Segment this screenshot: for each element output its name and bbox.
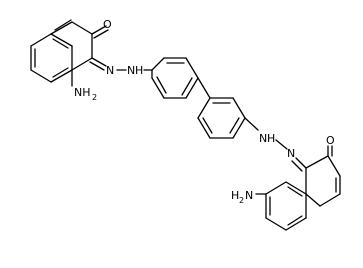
amine-subscript-top: 2 (92, 93, 97, 102)
bond (197, 77, 211, 99)
bond (71, 57, 93, 71)
bond (185, 57, 199, 79)
biphenyl (151, 57, 246, 139)
bond (265, 181, 287, 195)
amine-label-top: NH (74, 86, 91, 99)
bond (295, 157, 307, 169)
amine-subscript-bottom: 2 (239, 196, 244, 205)
bond (156, 76, 167, 94)
bond (50, 33, 73, 47)
bond (232, 97, 246, 119)
upper-naphthalenone (30, 19, 109, 87)
amine-label-bottom-n: N (245, 189, 253, 202)
hydrazine-h-bottom: H (267, 132, 275, 145)
bond (91, 57, 107, 67)
bond (50, 21, 73, 35)
bond (202, 117, 213, 134)
bond (91, 25, 107, 35)
bond (287, 186, 303, 197)
bond (52, 67, 69, 78)
bond (285, 181, 307, 195)
bond (275, 139, 288, 150)
hydrazine-h-top: H (135, 64, 143, 77)
bond (285, 217, 307, 231)
bond (30, 69, 52, 83)
bond (185, 77, 199, 99)
bond (50, 69, 73, 83)
bond (232, 117, 246, 139)
bond (89, 61, 105, 71)
bond (197, 117, 211, 139)
bond (265, 217, 287, 231)
bond (244, 117, 259, 131)
bond (151, 77, 165, 99)
bond (52, 38, 69, 49)
bond (54, 19, 72, 31)
nitrogen-label-2: N (127, 64, 135, 77)
bond (71, 21, 93, 35)
bond (181, 77, 193, 96)
oxygen-label-top: O (103, 18, 112, 31)
nitrogen-label-4: N (287, 147, 295, 160)
bond (305, 193, 321, 207)
bond (287, 215, 303, 226)
bond (197, 97, 211, 119)
lower-naphthalenone (255, 145, 341, 231)
oxygen-label-bottom: O (326, 134, 335, 147)
nitrogen-label-3: N (259, 132, 267, 145)
bond (229, 117, 240, 134)
bond (327, 155, 341, 177)
bond (30, 33, 52, 47)
bond (319, 193, 341, 207)
bond (93, 29, 109, 39)
bond (151, 57, 165, 71)
bond (305, 155, 329, 169)
amine-label-bottom-h: H (231, 189, 239, 202)
bond (291, 160, 303, 172)
nitrogen-label-1: N (106, 64, 114, 77)
